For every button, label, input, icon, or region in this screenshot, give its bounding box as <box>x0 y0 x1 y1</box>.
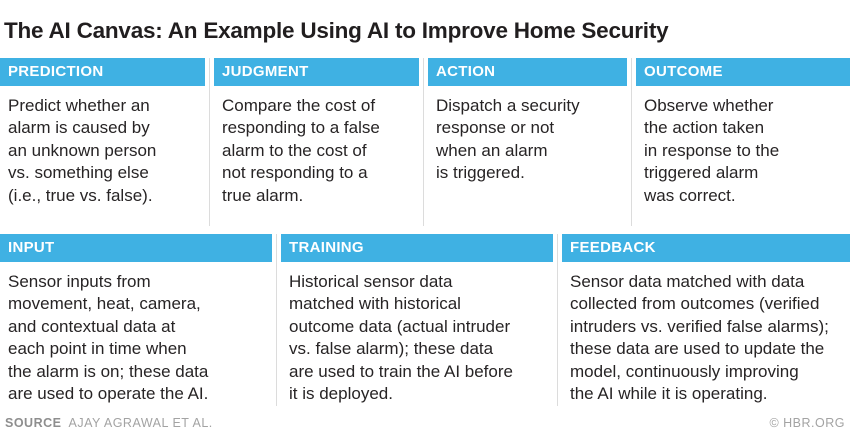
card-feedback: FEEDBACK Sensor data matched with data c… <box>562 234 850 406</box>
card-input-body: Sensor inputs from movement, heat, camer… <box>8 272 209 404</box>
card-feedback-header: FEEDBACK <box>562 234 850 262</box>
card-judgment-header: JUDGMENT <box>214 58 419 86</box>
source-credit: SOURCE AJAY AGRAWAL ET AL. <box>5 416 213 430</box>
card-training-body: Historical sensor data matched with hist… <box>289 272 513 404</box>
card-input: INPUT Sensor inputs from movement, heat,… <box>0 234 277 406</box>
card-judgment: JUDGMENT Compare the cost of responding … <box>214 58 424 226</box>
card-action: ACTION Dispatch a security response or n… <box>428 58 632 226</box>
bottom-row: INPUT Sensor inputs from movement, heat,… <box>0 234 850 406</box>
card-training-header: TRAINING <box>281 234 553 262</box>
source-value: AJAY AGRAWAL ET AL. <box>68 416 213 430</box>
card-prediction-header: PREDICTION <box>0 58 205 86</box>
card-action-body: Dispatch a security response or not when… <box>436 96 580 183</box>
card-feedback-body: Sensor data matched with data collected … <box>570 272 829 404</box>
card-input-header: INPUT <box>0 234 272 262</box>
card-outcome: OUTCOME Observe whether the action taken… <box>636 58 850 226</box>
footer: SOURCE AJAY AGRAWAL ET AL. © HBR.ORG <box>5 416 845 430</box>
card-judgment-body: Compare the cost of responding to a fals… <box>222 96 380 205</box>
card-action-header: ACTION <box>428 58 627 86</box>
card-prediction-body: Predict whether an alarm is caused by an… <box>8 96 157 205</box>
card-outcome-header: OUTCOME <box>636 58 850 86</box>
copyright: © HBR.ORG <box>769 416 845 430</box>
page-title: The AI Canvas: An Example Using AI to Im… <box>4 18 669 44</box>
card-prediction: PREDICTION Predict whether an alarm is c… <box>0 58 210 226</box>
card-outcome-body: Observe whether the action taken in resp… <box>644 96 780 205</box>
card-training: TRAINING Historical sensor data matched … <box>281 234 558 406</box>
source-label: SOURCE <box>5 416 62 430</box>
top-row: PREDICTION Predict whether an alarm is c… <box>0 58 850 226</box>
